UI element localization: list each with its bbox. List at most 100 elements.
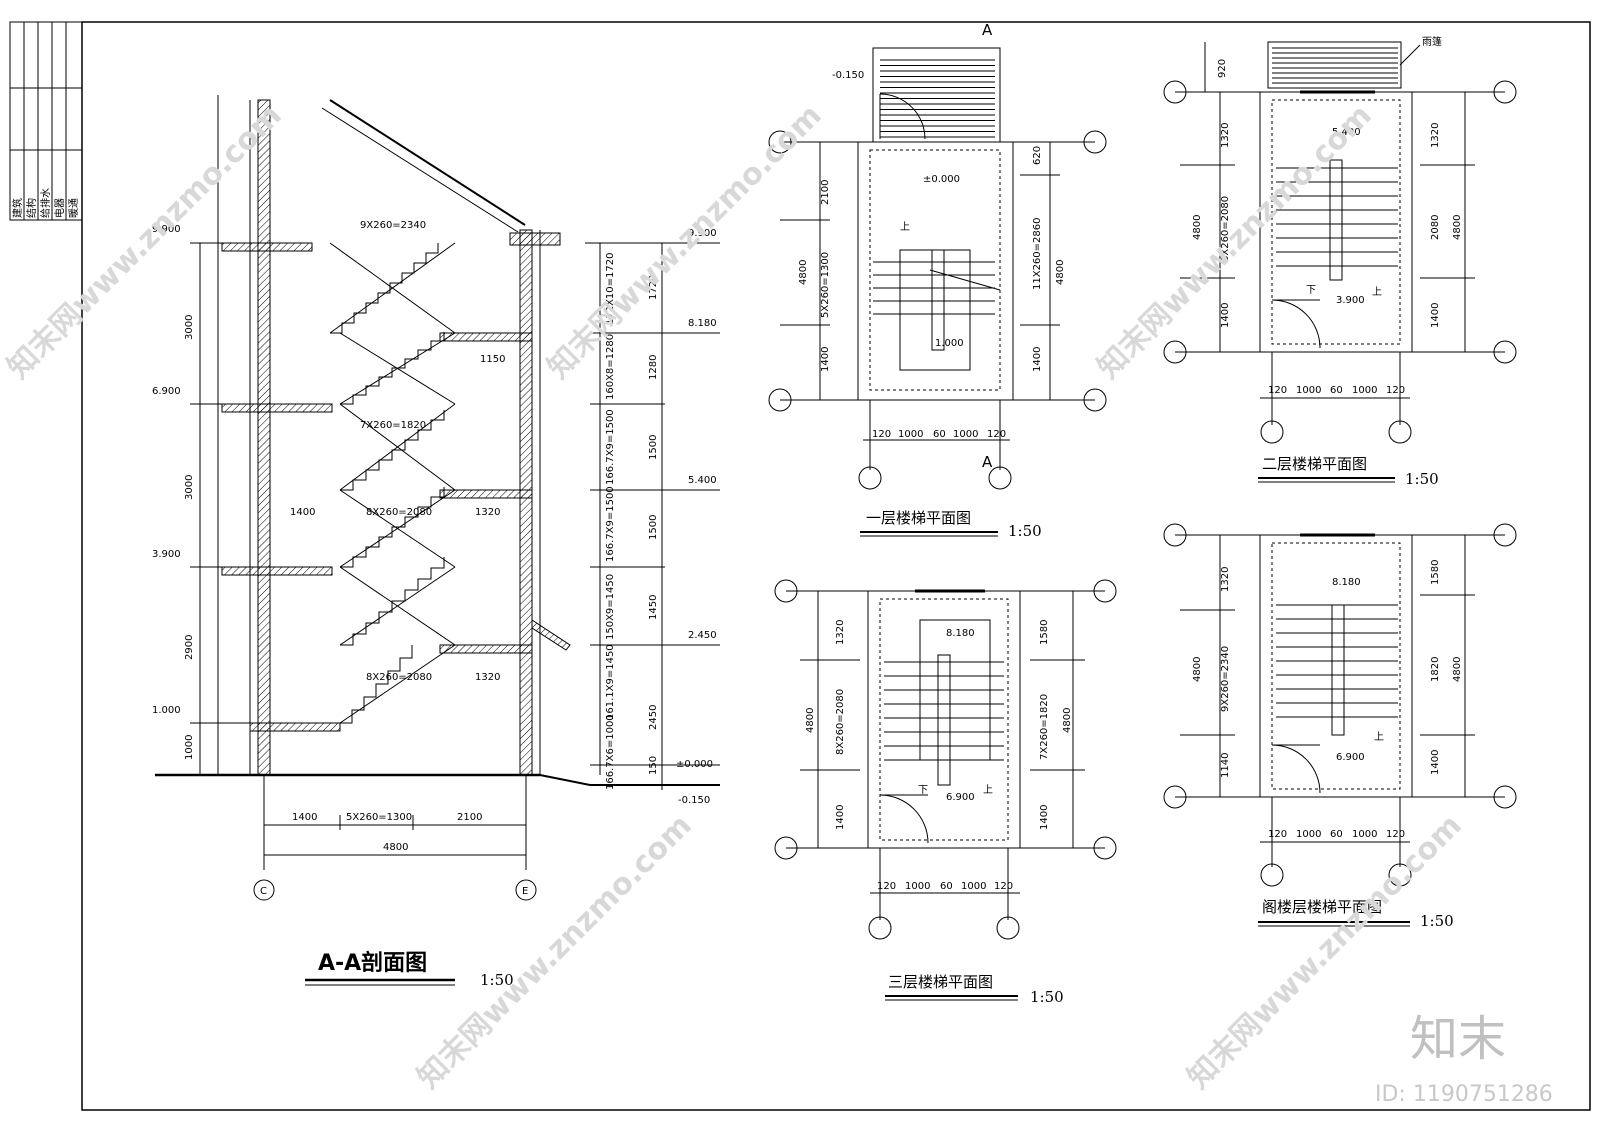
dim-label: 1000 bbox=[1352, 385, 1377, 396]
dim-label: 1000 bbox=[1296, 829, 1321, 840]
dim-label: 1000 bbox=[1352, 829, 1377, 840]
riser-total: 1720 bbox=[648, 275, 659, 300]
plan2-scale: 1:50 bbox=[1405, 470, 1439, 488]
dim-label: 1400 bbox=[292, 812, 317, 823]
dim-label: 9X260=2340 bbox=[1220, 646, 1231, 712]
plan2-steps bbox=[1272, 47, 1398, 267]
discipline-label: 暖通 bbox=[67, 198, 80, 218]
riser-dim: 160X8=1280 bbox=[605, 334, 616, 400]
section-mark: A bbox=[982, 453, 993, 471]
dim-label: 1000 bbox=[953, 429, 978, 440]
dim-label: 620 bbox=[1032, 146, 1043, 165]
riser-total: 1500 bbox=[648, 435, 659, 460]
stair-flight bbox=[340, 645, 413, 724]
dim-label: 1000 bbox=[1296, 385, 1321, 396]
watermark: 知末网www.znzmo.com bbox=[1, 98, 289, 386]
title-block bbox=[9, 21, 83, 221]
plan2-title: 二层楼梯平面图 bbox=[1262, 455, 1367, 473]
plan3-steps bbox=[884, 661, 1004, 761]
section-bottom-labels: 1400 5X260=1300 2100 4800 C E bbox=[260, 812, 528, 897]
plan1-labels: A A -0.150 ±0.000 1.000 2100 5X260=1300 … bbox=[798, 21, 1066, 540]
section-stair-flights bbox=[329, 242, 456, 724]
dim-label: 7X260=1820 bbox=[1039, 694, 1050, 760]
dim-label: 4800 bbox=[805, 708, 816, 733]
dim-label: 1320 bbox=[1220, 567, 1231, 592]
watermark: 知末网www.znzmo.com bbox=[1091, 98, 1379, 386]
riser-dim: 172X10=1720 bbox=[605, 253, 616, 326]
axis-label: E bbox=[522, 886, 528, 897]
watermark: 知末网www.znzmo.com bbox=[541, 98, 829, 386]
level-mark: 9.900 bbox=[152, 224, 181, 235]
dim-label: 1320 bbox=[1220, 123, 1231, 148]
section-bottom-annotations bbox=[253, 775, 537, 901]
plan3-title: 三层楼梯平面图 bbox=[888, 973, 993, 991]
title-block-labels: 建筑 结构 给排水 电器 暖通 bbox=[11, 188, 80, 218]
plan4-steps bbox=[1276, 604, 1398, 718]
dim-label: 5X260=1300 bbox=[346, 812, 412, 823]
dim-label: 2900 bbox=[184, 635, 195, 660]
up-label: 上 bbox=[900, 221, 910, 233]
down-label: 下 bbox=[1306, 285, 1316, 296]
dim-label: 1400 bbox=[820, 347, 831, 372]
plan4-title: 阁楼层楼梯平面图 bbox=[1262, 898, 1382, 916]
stair-handrail bbox=[329, 242, 456, 334]
level-mark: -0.150 bbox=[678, 795, 710, 806]
image-id: ID: 1190751286 bbox=[1375, 1082, 1553, 1107]
watermark-layer: 知末网www.znzmo.com 知末网www.znzmo.com 知末网www… bbox=[1, 98, 1469, 1096]
plan2-labels: 雨篷 920 5.400 3.900 1320 8X260=2080 1400 … bbox=[1192, 35, 1463, 488]
dim-label: 1400 bbox=[835, 805, 846, 830]
section-scale: 1:50 bbox=[480, 971, 514, 989]
dim-label: 8X260=2080 bbox=[835, 689, 846, 755]
level-mark: 6.900 bbox=[152, 386, 181, 397]
dim-label: 60 bbox=[1330, 829, 1343, 840]
dim-label: 60 bbox=[933, 429, 946, 440]
flight-label: 7X260=1820 bbox=[360, 420, 426, 431]
section-left-annotations bbox=[190, 95, 258, 775]
plan3-scale: 1:50 bbox=[1030, 988, 1064, 1006]
riser-total: 2450 bbox=[648, 705, 659, 730]
dim-label: 120 bbox=[872, 429, 891, 440]
dim-label: 120 bbox=[1268, 829, 1287, 840]
dim-label: 3000 bbox=[184, 315, 195, 340]
dim-label: 1400 bbox=[1032, 347, 1043, 372]
dim-label: 1320 bbox=[1430, 123, 1441, 148]
dim-label: 1000 bbox=[184, 735, 195, 760]
plan2-drawing bbox=[1163, 41, 1517, 444]
dim-label: 2100 bbox=[820, 180, 831, 205]
discipline-label: 给排水 bbox=[39, 188, 52, 218]
dim-label: 1820 bbox=[1430, 657, 1441, 682]
dim-label: 4800 bbox=[1062, 708, 1073, 733]
riser-total: 1500 bbox=[648, 515, 659, 540]
riser-total: 1450 bbox=[648, 595, 659, 620]
discipline-label: 电器 bbox=[53, 198, 66, 218]
up-label: 上 bbox=[1374, 731, 1384, 743]
dim-label: 1000 bbox=[898, 429, 923, 440]
level-mark: ±0.000 bbox=[676, 759, 713, 770]
dim-label: 2100 bbox=[457, 812, 482, 823]
dim-label: 1400 bbox=[1430, 303, 1441, 328]
dim-label: 120 bbox=[877, 881, 896, 892]
section-title: A-A剖面图 bbox=[318, 950, 427, 976]
riser-dim: 166.7X9=1500 bbox=[605, 409, 616, 485]
axis-label: C bbox=[260, 886, 267, 897]
section-levels-right: 9.900 8.180 5.400 2.450 ±0.000 -0.150 17… bbox=[605, 228, 717, 806]
level-mark: 3.900 bbox=[1336, 295, 1365, 306]
landing-dim: 1320 bbox=[475, 507, 500, 518]
dim-label: 120 bbox=[1268, 385, 1287, 396]
section-levels-left: 9.900 6.900 3.900 1.000 3000 3000 2900 1… bbox=[152, 224, 195, 760]
down-label: 下 bbox=[918, 785, 928, 796]
level-mark: 1.000 bbox=[152, 705, 181, 716]
dim-label: 2080 bbox=[1430, 215, 1441, 240]
dim-label: 4800 bbox=[798, 260, 809, 285]
flight-label: 9X260=2340 bbox=[360, 220, 426, 231]
dim-label: 1000 bbox=[961, 881, 986, 892]
section-drawing bbox=[155, 99, 720, 786]
level-mark: 6.900 bbox=[1336, 752, 1365, 763]
dim-label: 1000 bbox=[905, 881, 930, 892]
section-inner-labels: 9X260=2340 7X260=1820 8X260=2080 8X260=2… bbox=[290, 220, 505, 683]
brand-logo: 知末 bbox=[1410, 1011, 1506, 1067]
level-mark: 9.900 bbox=[688, 228, 717, 239]
flight-label: 8X260=2080 bbox=[366, 672, 432, 683]
discipline-label: 结构 bbox=[25, 198, 38, 218]
stair-flight bbox=[340, 410, 445, 491]
